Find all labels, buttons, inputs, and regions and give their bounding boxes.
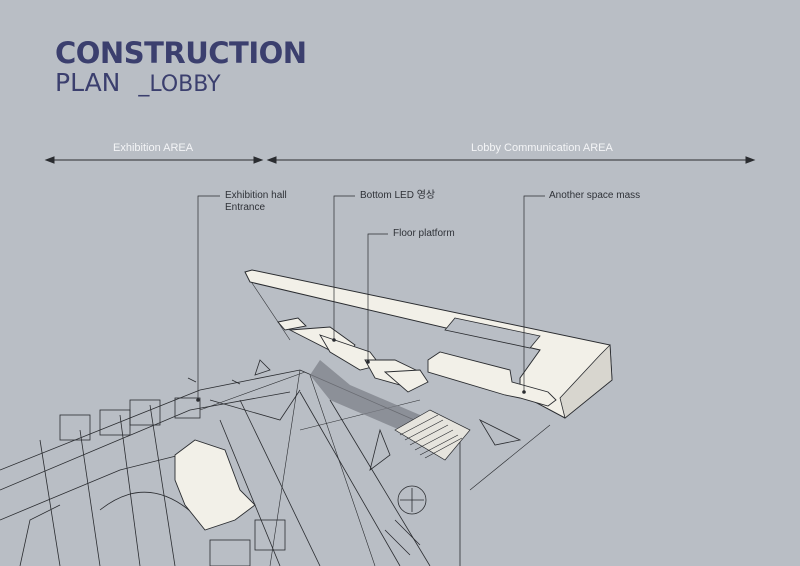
callout-bottom-led: Bottom LED 영상 (360, 190, 436, 201)
floor-shadow (310, 360, 440, 440)
callout-exhibition-entrance-line1: Exhibition hall (225, 190, 287, 201)
area-label-lobby-communication: Lobby Communication AREA (463, 142, 621, 154)
exhibition-entrance-volume (174, 439, 256, 531)
long-space-mass (244, 269, 613, 419)
title-construction: CONSTRUCTION (55, 36, 307, 70)
title-plan: PLAN _LOBBY (55, 68, 221, 97)
callout-floor-platform: Floor platform (393, 228, 455, 239)
area-arrows (44, 156, 756, 164)
mass-opening (444, 317, 541, 349)
callout-leaders (197, 195, 545, 400)
area-label-exhibition: Exhibition AREA (105, 142, 202, 154)
staircase (394, 409, 471, 461)
callout-another-space-mass: Another space mass (549, 190, 641, 201)
callout-dots (196, 338, 526, 402)
floor-platform-panels (277, 317, 429, 393)
long-space-mass-side (559, 344, 613, 419)
title-plan-word: PLAN (55, 68, 121, 97)
callout-exhibition-entrance-line2: Entrance (225, 202, 266, 213)
floor-plan-lines (0, 359, 522, 566)
callout-exhibition-entrance: Exhibition hall Entrance (225, 190, 287, 214)
title-subtitle: _LOBBY (138, 72, 221, 97)
projection-lines (199, 279, 551, 566)
